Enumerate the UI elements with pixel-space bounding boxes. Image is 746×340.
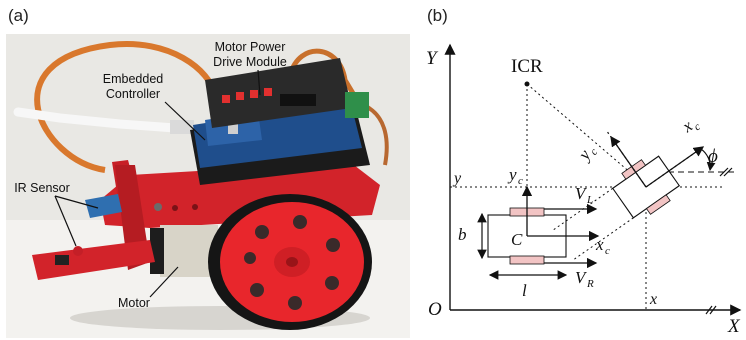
motor-body	[160, 225, 218, 277]
center-label: C	[511, 230, 523, 249]
x-mark-label: x	[649, 291, 657, 308]
icr-label: ICR	[511, 56, 543, 77]
label-ir-sensor: IR Sensor	[14, 181, 70, 195]
right-wheel	[509, 255, 545, 265]
vl-label: V	[575, 184, 588, 203]
drive-module	[205, 58, 352, 128]
vr-subscript: R	[586, 278, 594, 290]
phi-label: ϕ	[708, 146, 718, 167]
origin-label: O	[428, 299, 442, 320]
kinematic-diagram: Y X O ICR y x y c x c V L V R C b l y c …	[426, 43, 742, 337]
xc-subscript: c	[605, 245, 610, 257]
panel-label-b: (b)	[427, 6, 448, 25]
l-label: l	[522, 281, 527, 300]
ir-sensor-board	[32, 240, 155, 280]
label-motor-power-2: Drive Module	[213, 55, 287, 69]
yc-subscript: c	[518, 175, 523, 187]
xc-label: x	[595, 235, 604, 254]
wire-loop	[34, 41, 218, 173]
y-mark-label: y	[452, 170, 462, 187]
label-controller-1: Embedded	[103, 72, 164, 86]
label-motor-power-1: Motor Power	[215, 40, 286, 54]
yc-label: y	[507, 165, 517, 184]
xc-rotated-subscript: c	[692, 121, 703, 134]
panel-label-a: (a)	[8, 6, 29, 25]
x-axis-label: X	[727, 316, 741, 337]
embedded-board	[193, 100, 362, 168]
label-motor: Motor	[118, 296, 150, 310]
usb-cable	[13, 107, 180, 133]
b-label: b	[458, 225, 467, 244]
label-controller-2: Controller	[106, 87, 160, 101]
robot-photo: Motor Power Drive Module Embedded Contro…	[6, 34, 410, 338]
vr-label: V	[575, 268, 588, 287]
yc-rotated-subscript: c	[588, 147, 601, 158]
vl-subscript: L	[586, 194, 593, 206]
y-axis-label: Y	[426, 48, 439, 69]
